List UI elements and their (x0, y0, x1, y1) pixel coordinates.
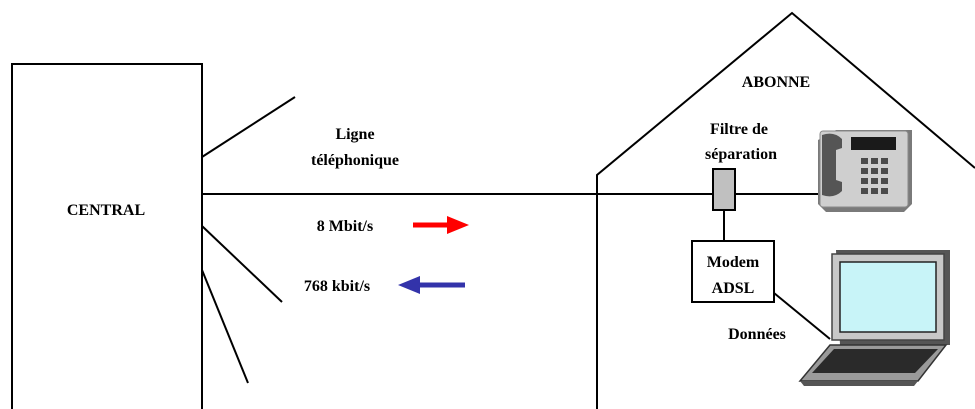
data-cable (773, 292, 831, 340)
modem-box (691, 240, 775, 303)
phone-display (851, 137, 896, 150)
data-label: Données (728, 326, 786, 343)
upstream-arrow-head (398, 276, 420, 294)
splitter-filter (712, 168, 736, 211)
downstream-arrow (413, 216, 469, 234)
subscriber-label: ABONNE (742, 74, 810, 91)
line-label-1: Ligne (335, 126, 374, 143)
central-office: CENTRAL (11, 63, 203, 409)
modem-label-1: Modem (707, 254, 760, 271)
splitter-label-1: Filtre de (710, 121, 768, 138)
downstream-rate: 8 Mbit/s (317, 218, 373, 235)
line-label-2: téléphonique (311, 152, 399, 169)
house-outline (596, 11, 975, 409)
laptop-icon (798, 250, 950, 386)
upstream-arrow (398, 276, 465, 294)
laptop-screen (839, 261, 937, 333)
central-label: CENTRAL (67, 202, 145, 219)
modem-label-2: ADSL (712, 280, 755, 297)
central-box (11, 63, 203, 409)
other-line (201, 225, 283, 303)
laptop-keyboard (812, 349, 938, 373)
phone-keypad (861, 158, 888, 194)
splitter-label-2: séparation (705, 146, 777, 163)
phone-handset (822, 133, 842, 197)
upstream-rate: 768 kbit/s (304, 278, 370, 295)
laptop-front-edge (800, 381, 918, 386)
downstream-arrow-head (447, 216, 469, 234)
telephone-icon (818, 130, 912, 212)
other-line (201, 269, 249, 384)
other-line (201, 96, 296, 158)
subscriber-house: ABONNE (596, 11, 975, 409)
